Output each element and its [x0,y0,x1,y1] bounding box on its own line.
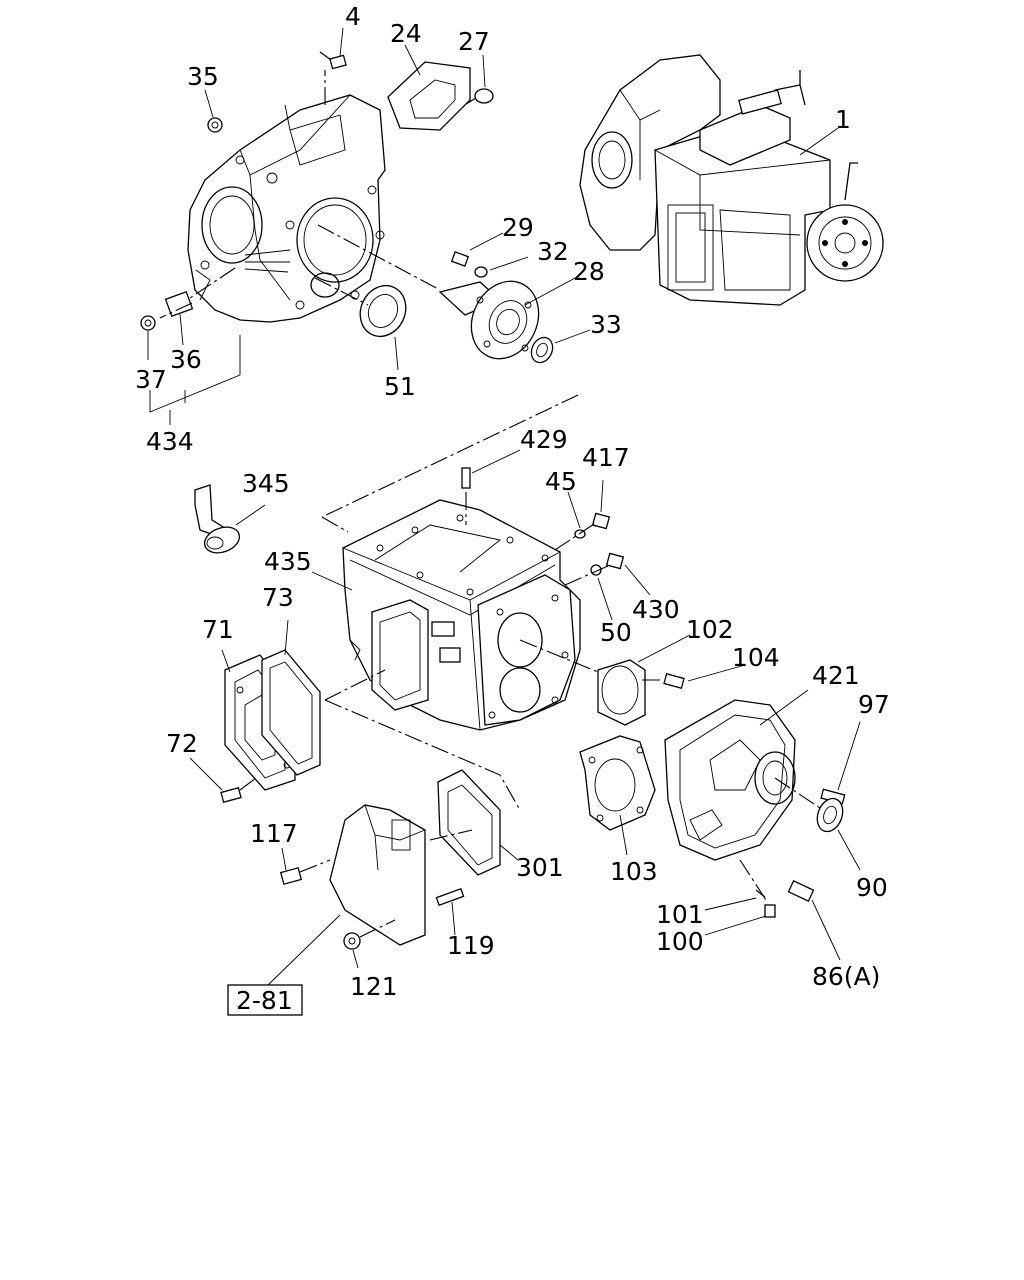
dowel-pin-429 [461,467,471,525]
callout-4: 4 [345,2,361,31]
leader-lines [147,27,861,986]
stud-119 [435,887,465,907]
callout-51: 51 [384,372,416,401]
callout-90: 90 [856,873,888,902]
callout-35: 35 [187,62,219,91]
seal-33 [530,336,554,364]
washer-35 [207,117,223,133]
gasket-102 [597,659,646,726]
callout-119: 119 [447,931,495,960]
callout-421: 421 [812,661,860,690]
callout-33: 33 [590,310,622,339]
callout-429: 429 [520,425,568,454]
callout-434: 434 [146,427,194,456]
remote-control-cover [329,804,426,946]
nut-121 [343,919,396,950]
callout-32: 32 [537,237,569,266]
callout-71: 71 [202,615,234,644]
callout-86a: 86(A) [812,962,880,991]
callout-29: 29 [502,213,534,242]
bracket-345 [194,484,241,554]
callout-101: 101 [656,900,704,929]
callout-417: 417 [582,443,630,472]
callout-1: 1 [835,105,851,134]
bolt-117 [279,859,331,885]
callout-97: 97 [858,690,890,719]
bush-36 [164,290,194,318]
callout-102: 102 [686,615,734,644]
callout-100: 100 [656,927,704,956]
clutch-housing [187,94,386,323]
cover-24 [387,61,471,131]
bolt-86a [787,880,815,902]
callout-430: 430 [632,595,680,624]
callout-435: 435 [264,547,312,576]
reference-box-label: 2-81 [236,986,293,1015]
callout-28: 28 [573,257,605,286]
bolt-29 [450,251,470,267]
callout-73: 73 [262,583,294,612]
plug-27 [465,88,494,105]
callout-301: 301 [516,853,564,882]
gasket-301 [437,769,501,876]
seal-90 [816,797,844,833]
callout-103: 103 [610,857,658,886]
bolt-72 [220,777,257,803]
callout-121: 121 [350,972,398,1001]
bolt-430 [564,552,625,586]
callout-37: 37 [135,365,167,394]
seal-51 [359,285,407,337]
callout-345: 345 [242,469,290,498]
gasket-103 [579,735,656,831]
callout-labels: 1 4 24 27 35 29 32 28 33 37 36 51 434 42… [135,2,890,1001]
callout-27: 27 [458,27,490,56]
callout-104: 104 [732,643,780,672]
nut-37 [140,315,156,331]
callout-72: 72 [166,729,198,758]
callout-45: 45 [545,467,577,496]
retainer-28 [438,280,540,360]
transmission-assembly [579,54,884,306]
bolt-4 [319,51,347,70]
reference-box[interactable]: 2-81 [227,984,303,1016]
bolt-417 [551,512,611,553]
callout-50: 50 [600,618,632,647]
callout-117: 117 [250,819,298,848]
plug-100 [764,904,776,918]
callout-36: 36 [170,345,202,374]
transmission-case-435 [342,499,581,731]
rear-case-421 [664,699,796,861]
callout-24: 24 [390,19,422,48]
washer-32 [474,266,488,278]
bolt-104 [663,673,685,689]
